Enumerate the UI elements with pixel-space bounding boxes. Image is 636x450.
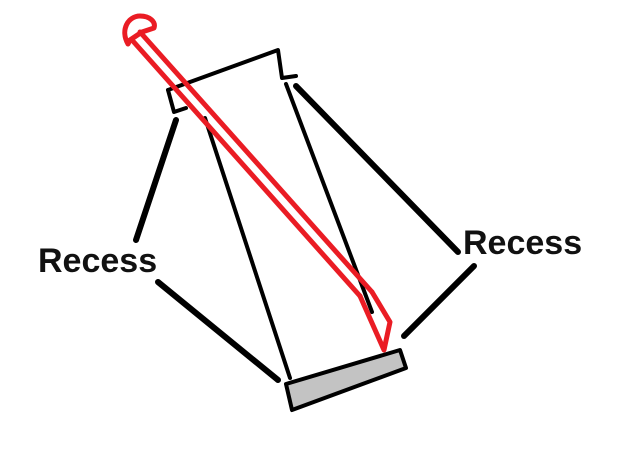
label-recess-right: Recess <box>463 224 582 262</box>
body-top-left-notch <box>166 88 188 114</box>
leader-left-upper <box>133 117 179 243</box>
leader-lines <box>133 83 477 383</box>
rod-shaft-lower <box>129 37 363 299</box>
leader-right-lower <box>401 263 477 339</box>
label-recess-left: Recess <box>38 242 157 280</box>
leader-left-lower <box>155 279 281 383</box>
leader-right-upper <box>293 83 461 255</box>
body-top-edge <box>166 48 298 92</box>
body-left-side <box>203 116 292 380</box>
base-plate-fill <box>284 348 408 412</box>
base-plate <box>284 348 408 412</box>
rod-tip <box>357 289 393 353</box>
red-rod <box>122 13 393 353</box>
rod-head <box>122 13 157 47</box>
rod-shaft-upper <box>137 29 375 295</box>
